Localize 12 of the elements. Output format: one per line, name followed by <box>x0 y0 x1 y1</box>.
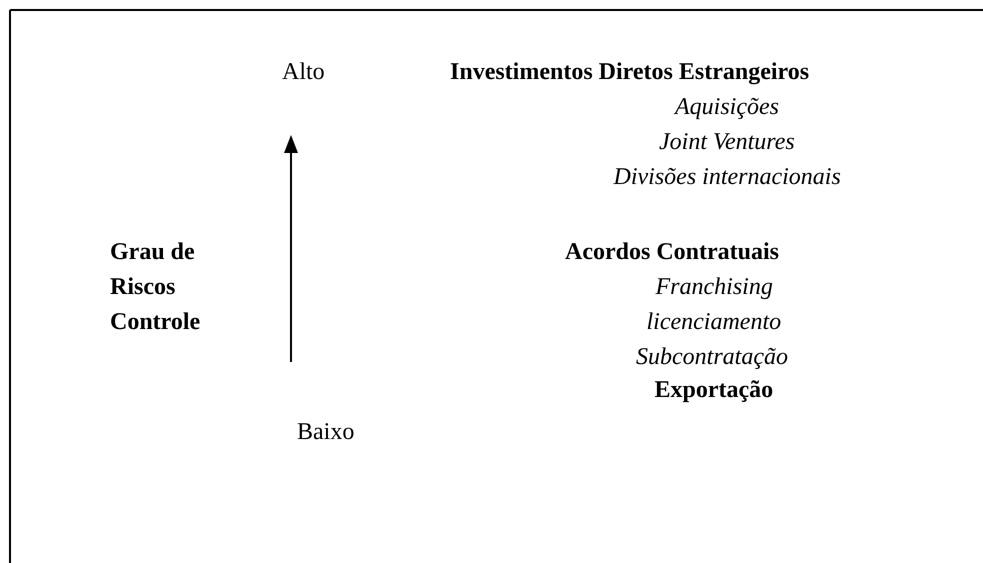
mode-item: Divisões internacionais <box>614 163 841 192</box>
mode-item: Aquisições <box>675 93 779 122</box>
axis-title: Grau de Riscos Controle <box>110 238 202 337</box>
category-heading: Exportação <box>654 376 774 405</box>
mode-item: Joint Ventures <box>659 128 795 157</box>
mode-item: licenciamento <box>646 308 782 337</box>
level-label: Baixo <box>297 418 354 447</box>
mode-item: Subcontratação <box>636 343 788 372</box>
category-heading: Acordos Contratuais <box>565 238 779 267</box>
level-label: Alto <box>282 58 325 87</box>
mode-item: Franchising <box>656 273 773 302</box>
category-heading: Investimentos Diretos Estrangeiros <box>450 58 810 87</box>
